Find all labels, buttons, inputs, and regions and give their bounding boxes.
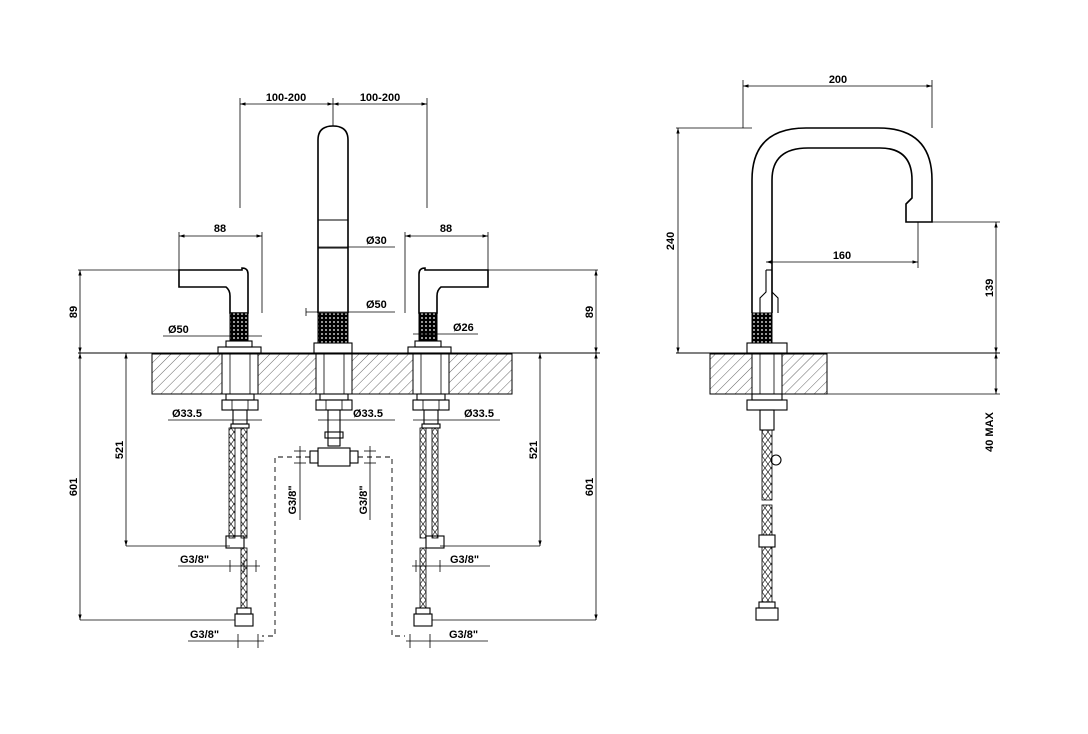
- mixer-tee: [309, 409, 359, 467]
- front-dimensions: [78, 98, 598, 648]
- dim-total-length-left: 601: [68, 478, 80, 496]
- under-deck-nuts: [221, 393, 450, 411]
- dim-spout-projection: 160: [833, 250, 851, 262]
- dim-connector-right-1: G3/8": [450, 554, 479, 566]
- dim-deck-thickness: 40 MAX: [984, 411, 996, 451]
- dim-hose-length-right: 521: [528, 441, 540, 459]
- side-under-deck: [746, 393, 788, 621]
- side-view: 200 240 160 139 40 MAX: [665, 74, 1000, 621]
- dim-spout-reach: 200: [829, 74, 847, 86]
- dim-spacing-right: 100-200: [360, 92, 400, 104]
- right-handle: [407, 267, 489, 354]
- dim-shank-center: Ø33.5: [353, 408, 383, 420]
- dim-connector-mixer-right: G3/8": [358, 485, 370, 514]
- dim-height-right: 89: [584, 306, 596, 318]
- right-hoses: [413, 409, 445, 627]
- dim-connector-right-2: G3/8": [449, 629, 478, 641]
- dim-shank-left: Ø33.5: [172, 408, 202, 420]
- deck-side: [676, 352, 1000, 395]
- dim-shank-right: Ø33.5: [464, 408, 494, 420]
- dim-spout-base-diameter: Ø50: [366, 299, 387, 311]
- side-dimensions: [676, 80, 1000, 394]
- dim-spout-height: 240: [665, 232, 677, 250]
- dim-spacing-left: 100-200: [266, 92, 306, 104]
- front-view: 100-200 100-200 88 88 Ø30 Ø50 Ø50 Ø26 89…: [68, 92, 600, 648]
- dim-spout-diameter: Ø30: [366, 235, 387, 247]
- deck-front: [78, 352, 600, 395]
- side-spout: [746, 127, 933, 354]
- dim-hose-length-left: 521: [114, 441, 126, 459]
- dim-handle-base-diameter: Ø50: [168, 324, 189, 336]
- left-handle: [178, 267, 262, 354]
- dim-outlet-height: 139: [984, 279, 996, 297]
- dim-height-left: 89: [68, 306, 80, 318]
- left-hoses: [225, 409, 254, 627]
- center-spout: [313, 125, 353, 354]
- mixer-connection-dashed: [262, 456, 405, 637]
- dim-handle-width-left: 88: [214, 223, 226, 235]
- dim-handle-knurl-diameter: Ø26: [453, 322, 474, 334]
- dim-total-length-right: 601: [584, 478, 596, 496]
- dim-connector-left-1: G3/8": [180, 554, 209, 566]
- dim-handle-width-right: 88: [440, 223, 452, 235]
- dim-connector-left-2: G3/8": [190, 629, 219, 641]
- dim-connector-mixer-left: G3/8": [287, 485, 299, 514]
